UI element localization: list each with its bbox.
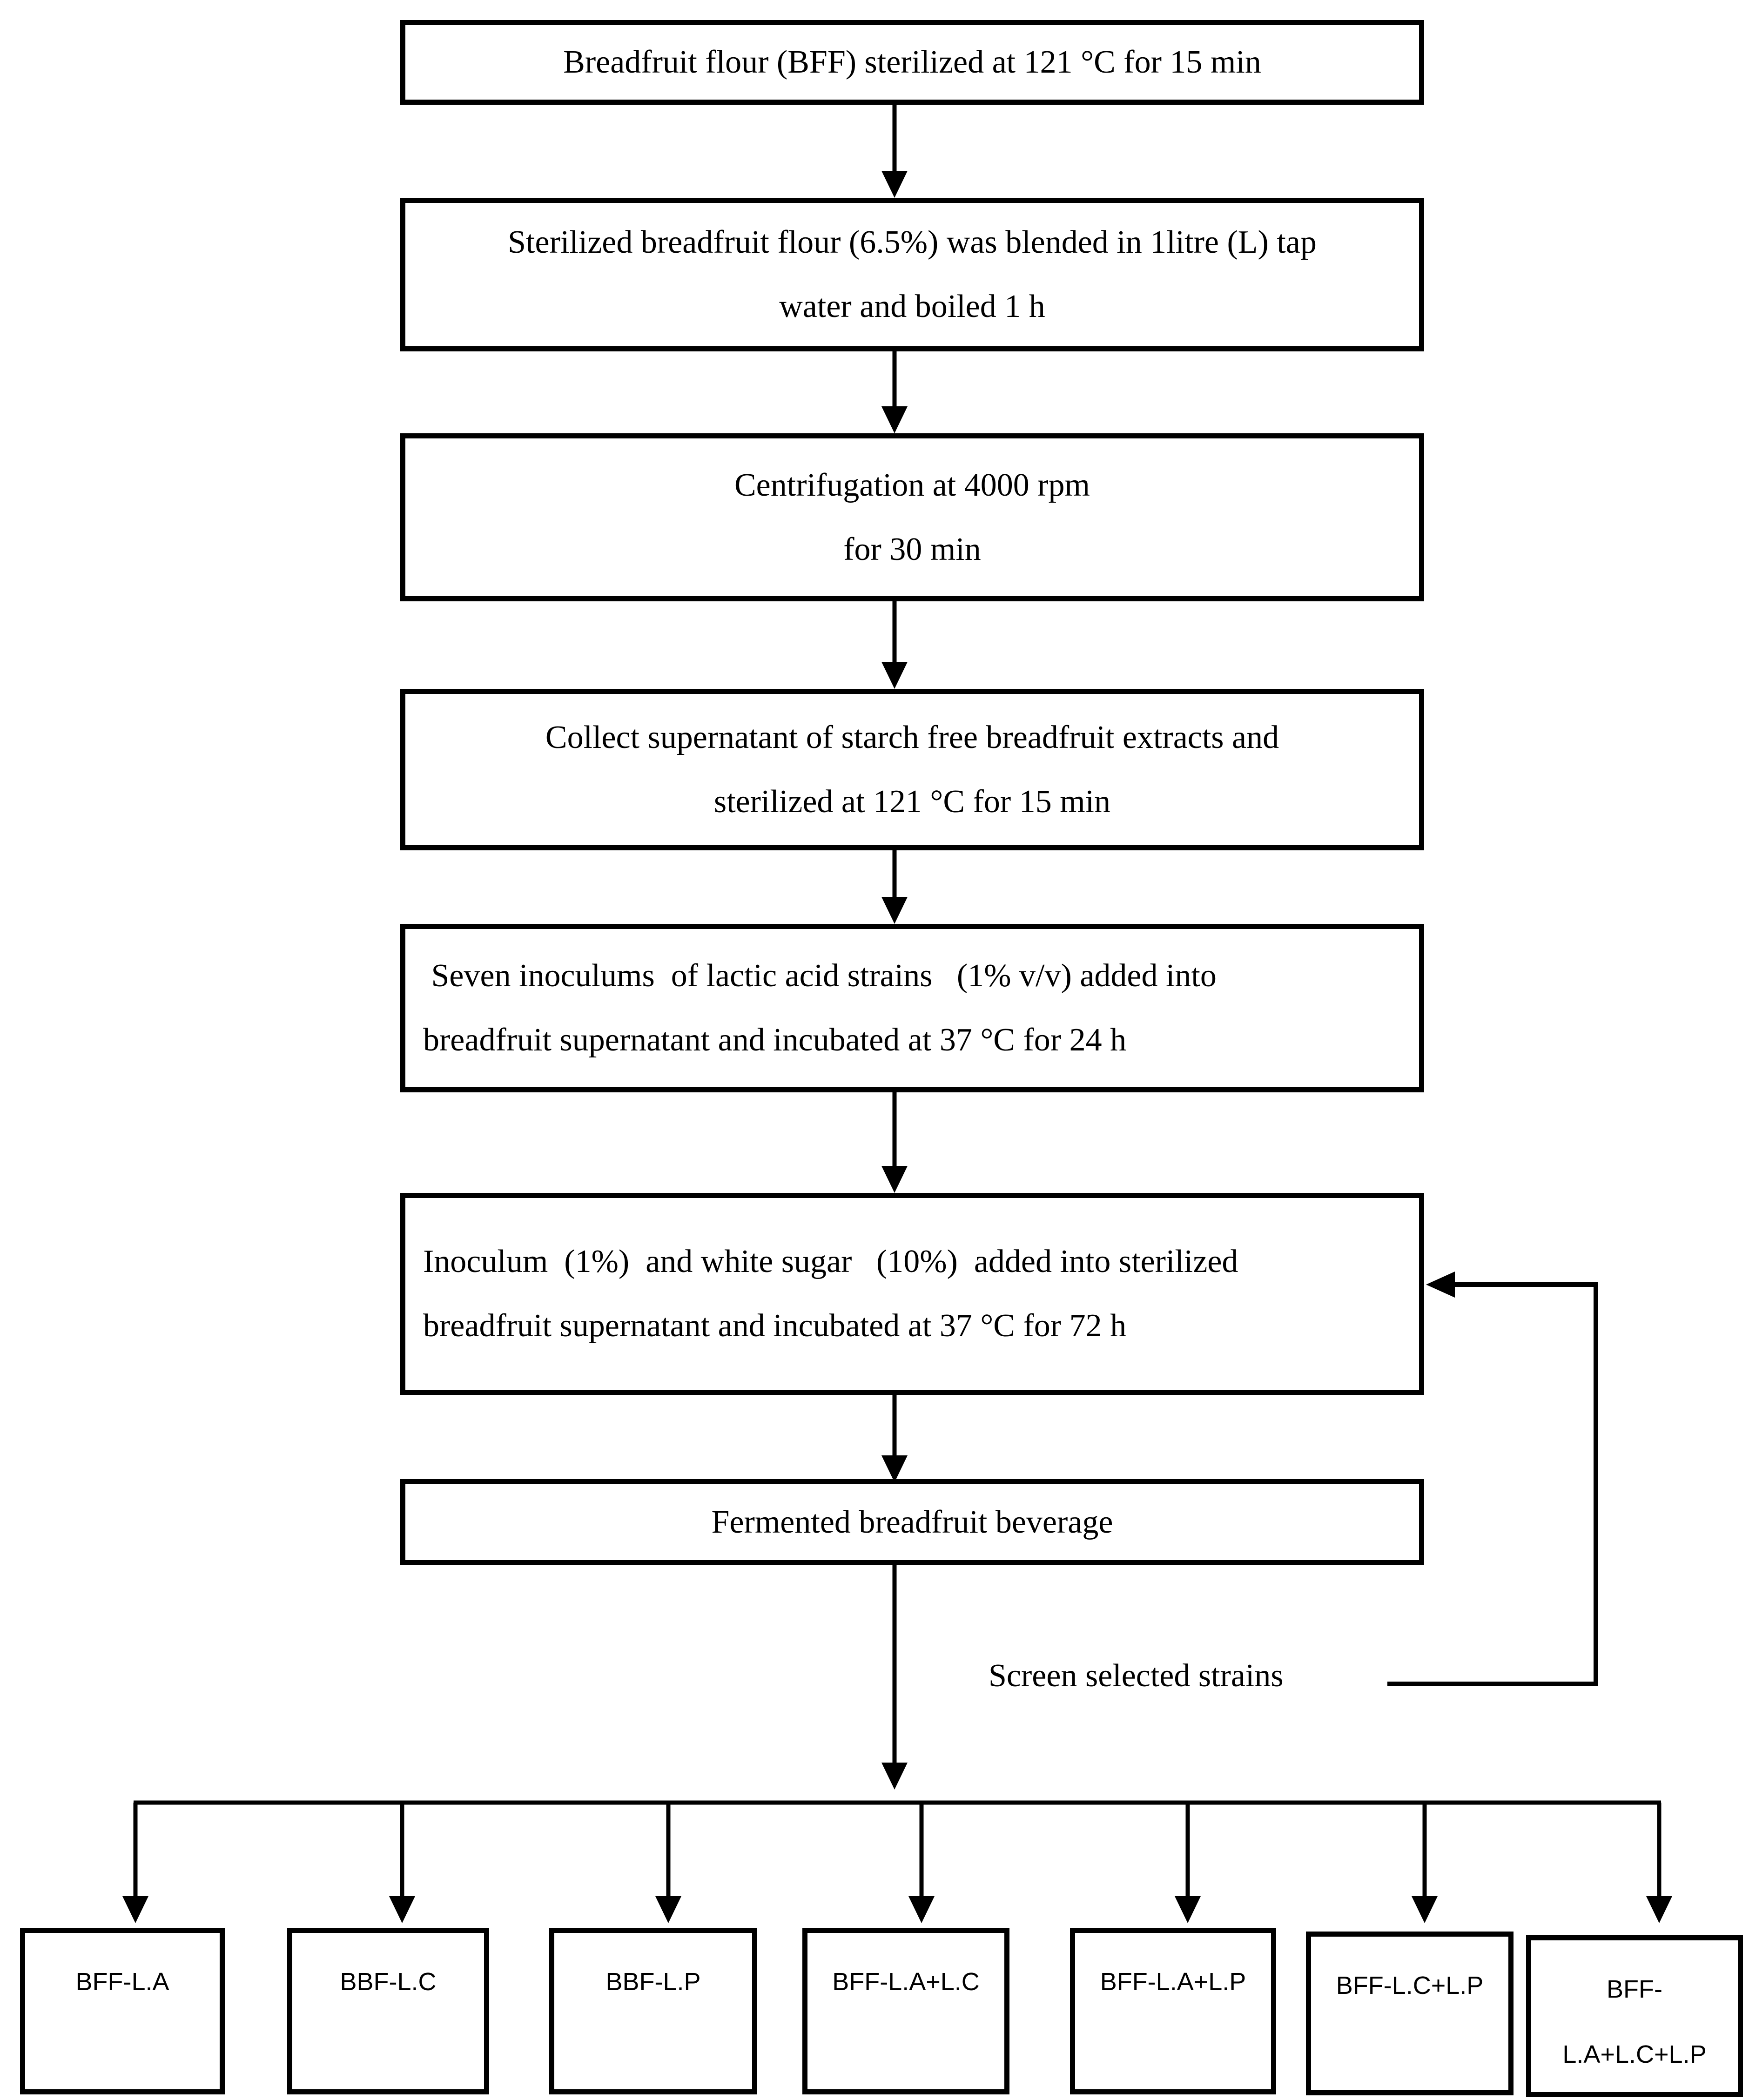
result-box-bbf-lp: BBF-L.P: [549, 1928, 757, 2094]
flow-box-text: Inoculum (1%) and white sugar (10%) adde…: [423, 1244, 1238, 1279]
result-box-label: BFF-L.A+L.C: [832, 1968, 980, 1996]
arrow-head-icon-step1-2: [881, 171, 908, 198]
flow-box-blend-boil: Sterilized breadfruit flour (6.5%) was b…: [400, 198, 1424, 351]
result-box-bff-la-lp: BFF-L.A+L.P: [1070, 1928, 1276, 2094]
flow-box-text: for 30 min: [843, 531, 981, 567]
result-box-label: BFF-L.A: [75, 1968, 169, 1996]
result-box-label: BFF-: [1607, 1975, 1662, 2003]
flow-box-text: breadfruit supernatant and incubated at …: [423, 1308, 1127, 1344]
arrow-head-icon-main-drop: [881, 1763, 908, 1790]
branch-arrow-head-icon-5: [1175, 1896, 1201, 1923]
result-box-bff-lc-lp: BFF-L.C+L.P: [1306, 1932, 1514, 2095]
result-box-bff-la-lc: BFF-L.A+L.C: [802, 1928, 1009, 2094]
flow-box-collect-supernatant: Collect supernatant of starch free bread…: [400, 689, 1424, 850]
flow-box-bff-sterilized: Breadfruit flour (BFF) sterilized at 121…: [400, 20, 1424, 105]
arrow-head-icon-step2-3: [881, 406, 908, 433]
arrow-head-icon-step4-5: [881, 897, 908, 924]
flow-box-inoculum-sugar: Inoculum (1%) and white sugar (10%) adde…: [400, 1193, 1424, 1395]
flow-box-text: Collect supernatant of starch free bread…: [545, 719, 1279, 755]
flow-box-centrifugation: Centrifugation at 4000 rpm for 30 min: [400, 433, 1424, 601]
screen-selected-strains-label: Screen selected strains: [989, 1658, 1284, 1694]
flow-box-fermented-beverage: Fermented breadfruit beverage: [400, 1479, 1424, 1565]
flow-box-seven-inoculums: Seven inoculums of lactic acid strains (…: [400, 924, 1424, 1092]
flow-box-text: Fermented breadfruit beverage: [711, 1504, 1113, 1540]
result-box-bff-la: BFF-L.A: [20, 1928, 225, 2094]
result-box-label: BFF-L.A+L.P: [1100, 1968, 1246, 1996]
flow-box-text: breadfruit supernatant and incubated at …: [423, 1022, 1127, 1058]
result-box-label: BBF-L.P: [605, 1968, 701, 1996]
branch-arrow-head-icon-2: [389, 1896, 415, 1923]
branch-arrow-head-icon-3: [655, 1896, 681, 1923]
result-box-label: BBF-L.C: [340, 1968, 437, 1996]
flow-box-text: Centrifugation at 4000 rpm: [734, 467, 1090, 503]
result-box-label: BFF-L.C+L.P: [1336, 1972, 1484, 1999]
flow-box-text: sterilized at 121 °C for 15 min: [713, 783, 1111, 820]
result-box-bff-la-lc-lp: BFF- L.A+L.C+L.P: [1526, 1935, 1743, 2097]
feedback-arrow-head-icon: [1426, 1272, 1455, 1298]
branch-arrow-head-icon-1: [122, 1896, 148, 1923]
branch-arrow-head-icon-7: [1646, 1896, 1672, 1923]
flow-box-text: Breadfruit flour (BFF) sterilized at 121…: [563, 44, 1261, 80]
arrow-head-icon-step5-6: [881, 1166, 908, 1193]
branch-arrow-head-icon-6: [1412, 1896, 1438, 1923]
result-box-bbf-lc: BBF-L.C: [287, 1928, 489, 2094]
flow-box-text: water and boiled 1 h: [779, 289, 1045, 324]
flow-box-text: Sterilized breadfruit flour (6.5%) was b…: [508, 224, 1317, 260]
result-box-label: L.A+L.C+L.P: [1562, 2040, 1707, 2068]
flow-box-text: Seven inoculums of lactic acid strains (…: [423, 958, 1217, 994]
arrow-head-icon-step3-4: [881, 662, 908, 689]
branch-arrow-head-icon-4: [908, 1896, 935, 1923]
arrow-head-icon-step6-7: [881, 1455, 908, 1482]
